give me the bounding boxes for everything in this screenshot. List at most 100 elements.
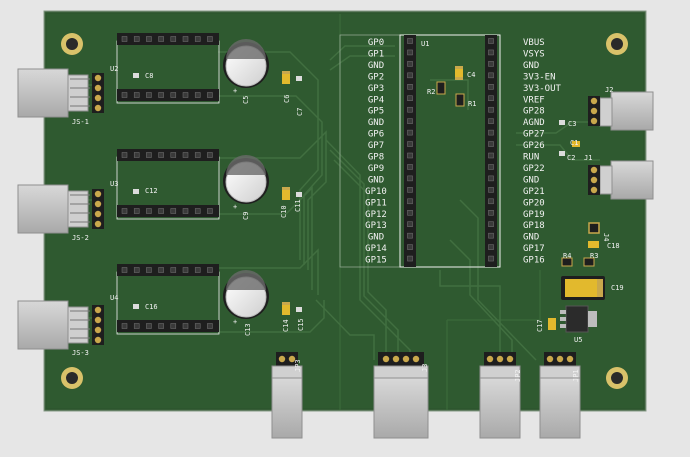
ref-c17: C17 [536, 319, 544, 332]
ref-c7: C7 [296, 108, 304, 116]
js-connector-pad [94, 84, 102, 92]
pico-pin-labels-left: GP0GP1GNDGP2GP3GP4GP5GNDGP6GP7GP8GP9GNDG… [365, 38, 387, 266]
pin-label-left: GND [368, 61, 384, 71]
header-pin [488, 129, 494, 136]
header-pin [407, 232, 413, 239]
module-pin [146, 323, 152, 329]
header-pin [407, 49, 413, 56]
pin-label-left: GP14 [365, 244, 387, 254]
pin-label-left: GP10 [365, 187, 387, 197]
pin-label-right: GP20 [523, 198, 545, 208]
ref-c5: C5 [242, 96, 250, 104]
ref-u2: U2 [110, 65, 118, 73]
header-pin [488, 38, 494, 44]
module-pin [133, 92, 140, 98]
header-pin [407, 61, 413, 67]
pin-label-right: GP17 [523, 244, 545, 254]
smd-cap-small [296, 76, 302, 81]
pin-label-left: GP1 [368, 49, 384, 59]
ref-js1: JS-1 [72, 118, 89, 126]
header-pin [407, 198, 413, 205]
bottom-connector-body [539, 377, 581, 439]
ref-c4: C4 [467, 71, 475, 79]
small-caps-right [559, 120, 580, 156]
module-pin [194, 208, 201, 214]
header-pin [407, 95, 413, 101]
header-pin [407, 221, 413, 227]
pin-label-left: GND [368, 233, 384, 243]
js-connector-body [17, 184, 69, 234]
module-pin [194, 323, 201, 329]
module-pin [133, 208, 140, 214]
header-pin [407, 38, 413, 44]
module-pin [170, 152, 177, 158]
ref-c16: C16 [145, 303, 158, 311]
smd-cap [282, 71, 290, 84]
header-pin [407, 152, 413, 159]
ref-c11: C11 [294, 199, 302, 212]
js-connector-body [17, 300, 69, 350]
pin-label-right: RUN [523, 153, 539, 163]
header-pin [488, 187, 494, 193]
pin-label-right: GND [523, 233, 539, 243]
header-pin [407, 210, 413, 216]
header-pin [488, 244, 494, 250]
module-pin [194, 152, 201, 158]
ref-r1: R1 [468, 100, 476, 108]
ref-r2: R2 [427, 88, 435, 96]
ref-c8: C8 [145, 72, 153, 80]
module-pin [194, 92, 201, 98]
header-pin [488, 72, 494, 79]
header-pin [407, 164, 413, 170]
mounting-holes [61, 33, 628, 389]
js-connector-pad [94, 326, 102, 334]
bottom-connector-pad [402, 355, 410, 363]
polarity-mark: + [233, 203, 237, 211]
bottom-connector-face [373, 365, 429, 379]
js-connector-pad [94, 210, 102, 218]
js-connector-pad [94, 104, 102, 112]
pin-label-left: GP11 [365, 198, 387, 208]
ref-c13: C13 [244, 323, 252, 336]
header-pin [488, 210, 494, 216]
header-pin [407, 118, 413, 124]
ref-c12: C12 [145, 187, 158, 195]
header-pin [488, 232, 494, 239]
js-connector-pad [94, 74, 102, 82]
regulator-u5 [548, 305, 597, 333]
module-pin [170, 36, 177, 42]
driver-modules: +++ [116, 33, 302, 335]
ref-u4: U4 [110, 294, 118, 302]
pin-label-left: GP8 [368, 153, 384, 163]
bottom-connector-header [276, 352, 298, 366]
ref-c3: C3 [568, 120, 576, 128]
header-pin [488, 61, 494, 67]
module-small-cap [133, 304, 139, 309]
smd-cap-small [296, 192, 302, 197]
module-small-cap [133, 73, 139, 78]
ref-c18: C18 [607, 242, 620, 250]
module-pin [182, 323, 189, 329]
pin-label-left: GP2 [368, 72, 384, 82]
ref-u1: U1 [421, 40, 429, 48]
ref-j3: J3 [421, 364, 429, 372]
header-pin [488, 175, 494, 182]
connector-j1 [588, 160, 654, 200]
module-header-bottom [117, 205, 219, 217]
pin-label-right: GP26 [523, 141, 545, 151]
header-pin [407, 72, 413, 79]
header-pin [407, 129, 413, 136]
header-pin [488, 118, 494, 124]
pin-label-left: GP7 [368, 141, 384, 151]
smd-cap-pad [282, 302, 290, 305]
header-pin [488, 84, 494, 90]
bottom-connector-pad [382, 355, 390, 363]
module-header-top [117, 264, 219, 276]
j4-and-resistors [561, 222, 600, 267]
left-joystick-connectors [17, 68, 104, 350]
ref-c1: C1 [570, 139, 578, 147]
bottom-connector-pad [288, 355, 296, 363]
js-connector-pad [94, 316, 102, 324]
capacitor-c19 [561, 276, 605, 300]
